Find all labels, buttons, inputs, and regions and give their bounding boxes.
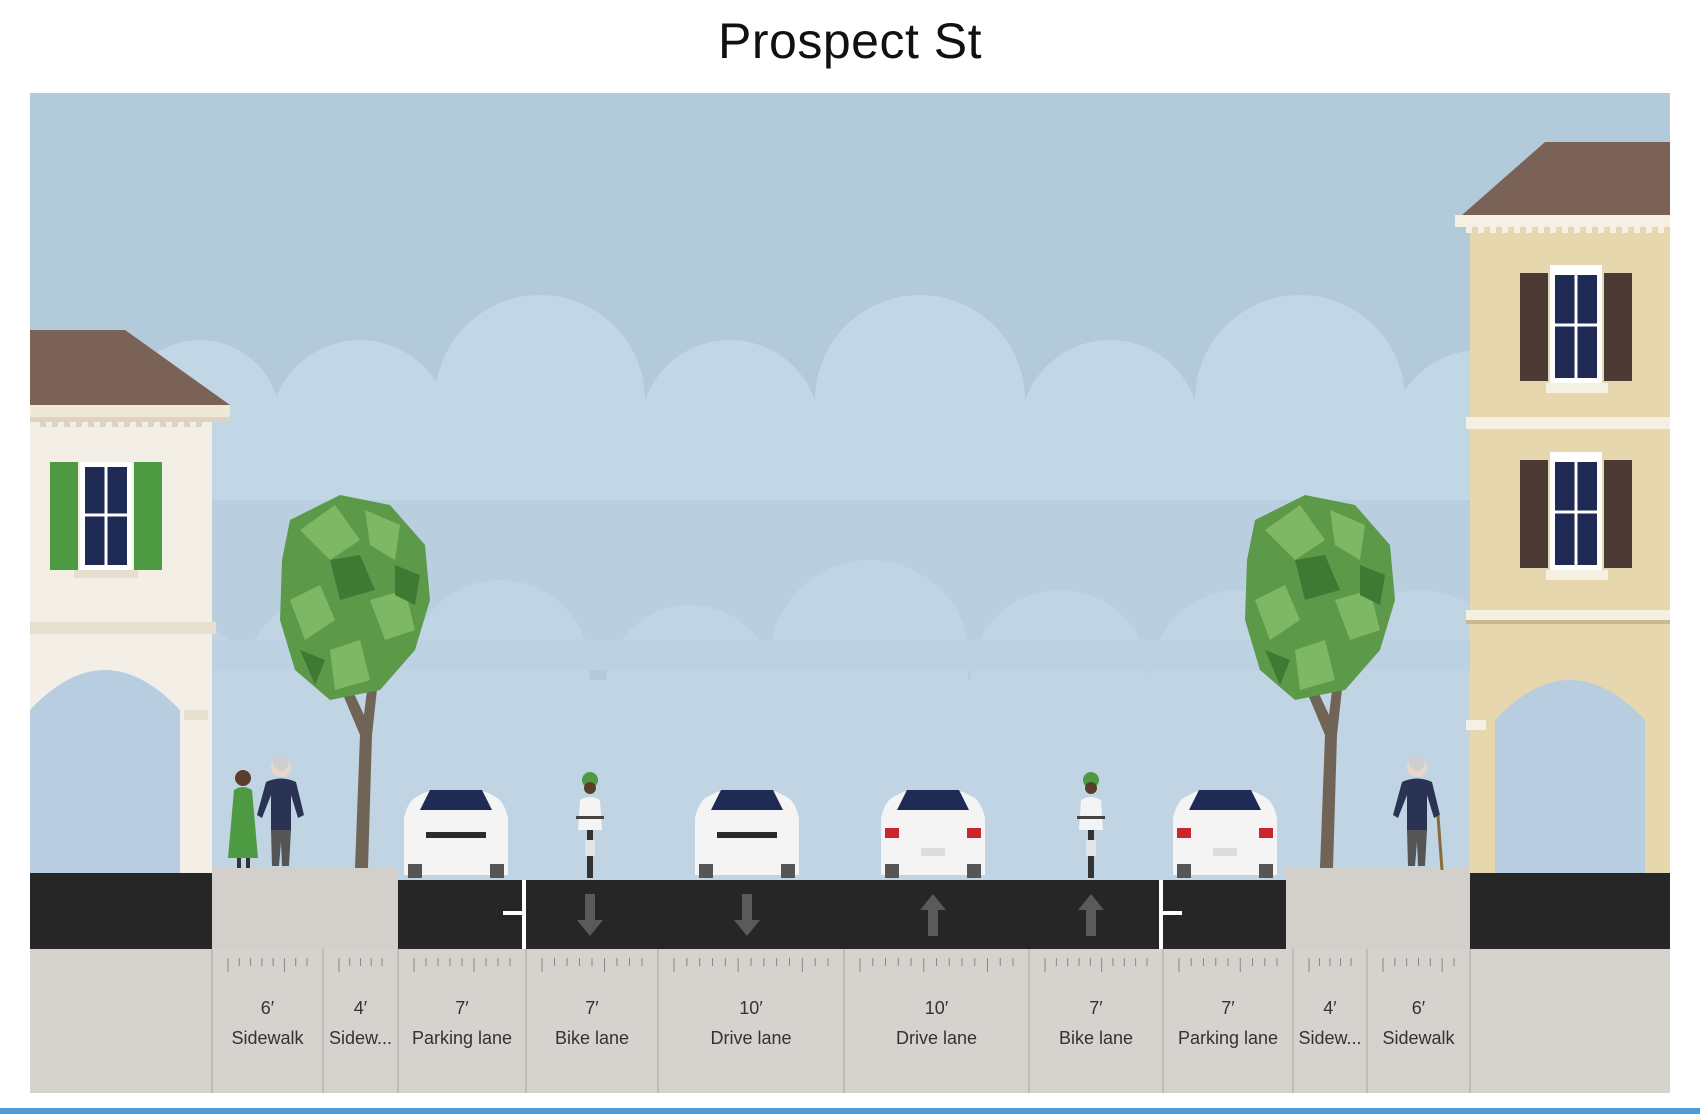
lane-arrow-up-icon [1078,894,1104,936]
building-left [30,330,230,873]
segment-label: Parking lane [1178,1028,1278,1048]
lane-arrow-down-icon [577,894,603,936]
street-title: Prospect St [718,13,982,69]
segment-label: Sidewalk [1382,1028,1455,1048]
segment-label: Drive lane [710,1028,791,1048]
building-right [1455,142,1670,873]
segment-width: 4′ [354,998,368,1018]
building-base-left [30,873,212,949]
car-rear-right [1173,790,1277,878]
segment-label: Bike lane [1059,1028,1133,1048]
segment-width: 6′ [1412,998,1426,1018]
segment-width: 6′ [261,998,275,1018]
segment-label: Sidew... [329,1028,392,1048]
segment-width: 10′ [925,998,949,1018]
parking-lane-divider-right [1159,880,1163,949]
segment-label: Sidewalk [231,1028,304,1048]
segment-width: 10′ [739,998,763,1018]
parking-lane-divider-left [522,880,526,949]
segment-label: Parking lane [412,1028,512,1048]
segment-label: Drive lane [896,1028,977,1048]
segment-width: 7′ [455,998,469,1018]
car-front-center [695,790,799,878]
car-front-left [404,790,508,878]
sidewalk-right [1286,868,1470,949]
segment-labels: 6′ Sidewalk 4′ Sidew... 7′ Parking lane 7′ Bike… [211,949,1471,1093]
roadway [398,880,1286,949]
bicyclist-right [1077,772,1105,878]
segment-width: 7′ [1221,998,1235,1018]
tree-left [280,495,430,868]
lane-arrow-up-icon [920,894,946,936]
building-base-right [1470,873,1670,949]
segment-width: 4′ [1323,998,1337,1018]
bottom-rule [0,1108,1700,1114]
segment-width: 7′ [585,998,599,1018]
car-rear-center [881,790,985,878]
segment-width: 7′ [1089,998,1103,1018]
tree-right [1245,495,1395,868]
pedestrian-group [228,755,304,868]
pedestrian-with-cane [1393,755,1444,871]
segment-label: Bike lane [555,1028,629,1048]
lane-arrow-down-icon [734,894,760,936]
segment-label: Sidew... [1298,1028,1361,1048]
sidewalk-left [212,868,398,949]
bicyclist-left [576,772,604,878]
measurement-band [30,949,1670,1093]
